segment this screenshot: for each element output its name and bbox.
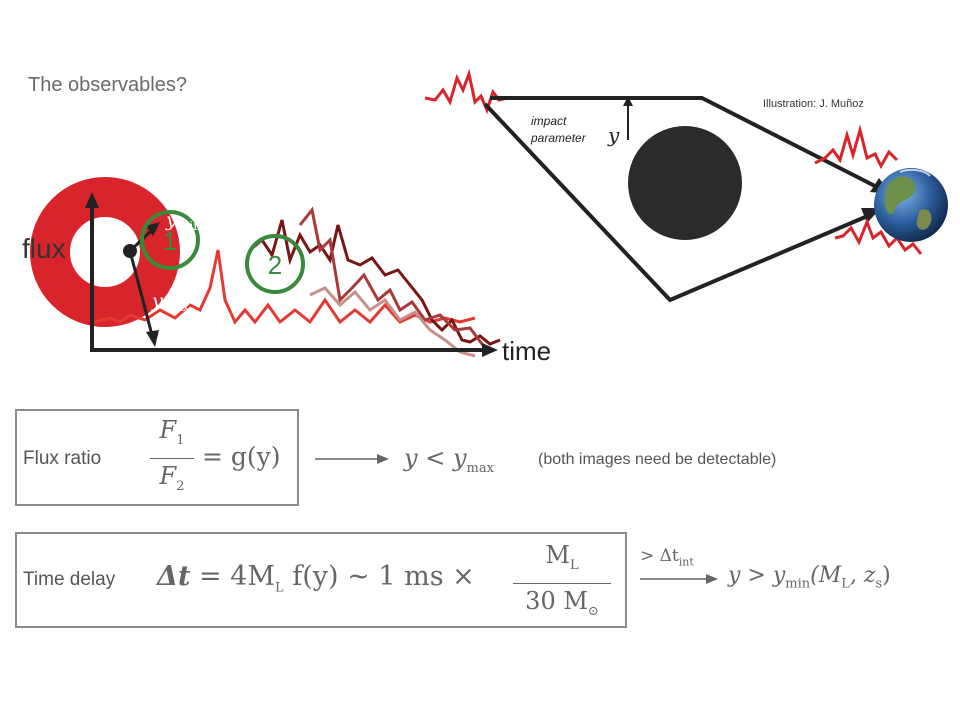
image-marker-1: 1: [163, 226, 177, 256]
image-marker-2: 2: [268, 250, 282, 280]
lightcurve-dark: [249, 219, 501, 346]
arrow-condition: > Δtint: [640, 546, 694, 568]
ymax-arrowhead: [146, 330, 159, 347]
mass-numerator: M: [545, 541, 570, 569]
mass-denominator-sub: ⊙: [587, 603, 599, 619]
flux-implies-arrow: [315, 454, 389, 464]
impact-label-line1: impact: [531, 114, 567, 128]
flux-result-bound-sub: max: [466, 460, 494, 476]
image-marker-2-circle: [245, 234, 305, 294]
earth-landmass-south: [916, 209, 932, 230]
time-delay-box: Time delay Δt = 4ML f(y) ∼ 1 ms × ML 30 …: [15, 532, 627, 628]
y-axis-arrowhead: [85, 192, 99, 208]
earth-clouds: [899, 168, 931, 177]
flux-result-bound: y: [452, 444, 467, 472]
td-result-args-sub: L: [841, 576, 850, 592]
earth-landmass: [884, 176, 916, 215]
flux-numerator: F: [159, 416, 177, 444]
source-signal: [424, 68, 508, 115]
td-result-args-mid: , z: [849, 563, 876, 588]
ymin-label: y: [165, 209, 177, 231]
flux-numerator-sub: 1: [176, 432, 185, 448]
observed-signal-lower: [834, 217, 923, 255]
lens-mass: [628, 126, 742, 240]
ymax-label: y: [151, 290, 163, 312]
time-delay-result: y > ymin(ML, zs): [728, 563, 891, 591]
td-result-args-sub2: s: [875, 576, 883, 592]
td-result-args-end: ): [882, 563, 891, 588]
x-axis-arrowhead: [482, 343, 498, 357]
time-delay-expr-a: = 4M: [199, 561, 276, 592]
impact-parameter-arrowhead: [623, 96, 633, 106]
lightcurve-mid: [298, 206, 487, 349]
lightcurve-figure: 1 2 flux time y min y max: [22, 177, 551, 366]
flux-ratio-box: Flux ratio F1 F2 = g(y): [15, 409, 299, 506]
lightcurve-red: [94, 249, 476, 325]
ymax-label-sub: max: [164, 300, 190, 314]
flux-denominator: F: [159, 461, 177, 490]
flux-axis-label: flux: [22, 233, 66, 264]
mass-fraction: ML 30 M⊙: [513, 540, 611, 627]
light-path-lower: [483, 102, 871, 303]
flux-denominator-sub: 2: [176, 478, 185, 494]
time-axis-label: time: [502, 336, 551, 366]
td-result-sub: min: [785, 576, 811, 592]
slide-title: The observables?: [28, 74, 187, 96]
time-delay-label: Time delay: [23, 569, 116, 590]
time-delay-expr-a-sub: L: [275, 580, 284, 596]
impact-symbol: y: [607, 123, 620, 147]
einstein-ring: [30, 177, 180, 327]
flux-ratio-result: y < ymax: [404, 444, 494, 476]
arrow-condition-text: > Δt: [640, 546, 679, 566]
observed-signal-upper: [814, 124, 899, 170]
lightcurve-light: [309, 286, 476, 358]
flux-ratio-fraction: F1 F2: [150, 415, 194, 502]
flux-result-rel: <: [425, 444, 446, 472]
mass-denominator: 30 M: [525, 586, 588, 615]
delta-t: Δt: [157, 561, 191, 592]
flux-ratio-rhs: = g(y): [202, 442, 281, 471]
light-path-upper: [490, 96, 876, 188]
td-result: y > y: [728, 563, 786, 588]
mass-numerator-sub: L: [569, 557, 579, 573]
illustration-credit: Illustration: J. Muñoz: [763, 98, 864, 110]
lensing-diagram: impact parameter y: [424, 68, 948, 303]
td-result-args: (M: [810, 563, 842, 588]
detectability-note: (both images need be detectable): [538, 451, 777, 468]
ymax-radius: [128, 250, 154, 336]
time-delay-expr-b: f(y) ∼ 1 ms ×: [292, 561, 475, 592]
arrow-condition-sub: int: [678, 555, 694, 569]
flux-result-var: y: [404, 444, 418, 472]
ymin-arrowhead: [146, 222, 160, 236]
ymin-label-sub: min: [178, 219, 201, 233]
image-marker-1-circle: [140, 210, 200, 270]
impact-label-line2: parameter: [530, 131, 587, 145]
time-delay-expression: Δt = 4ML f(y) ∼ 1 ms ×: [157, 561, 475, 595]
time-delay-implies-arrow: [640, 574, 718, 584]
flux-ratio-label: Flux ratio: [23, 448, 102, 469]
